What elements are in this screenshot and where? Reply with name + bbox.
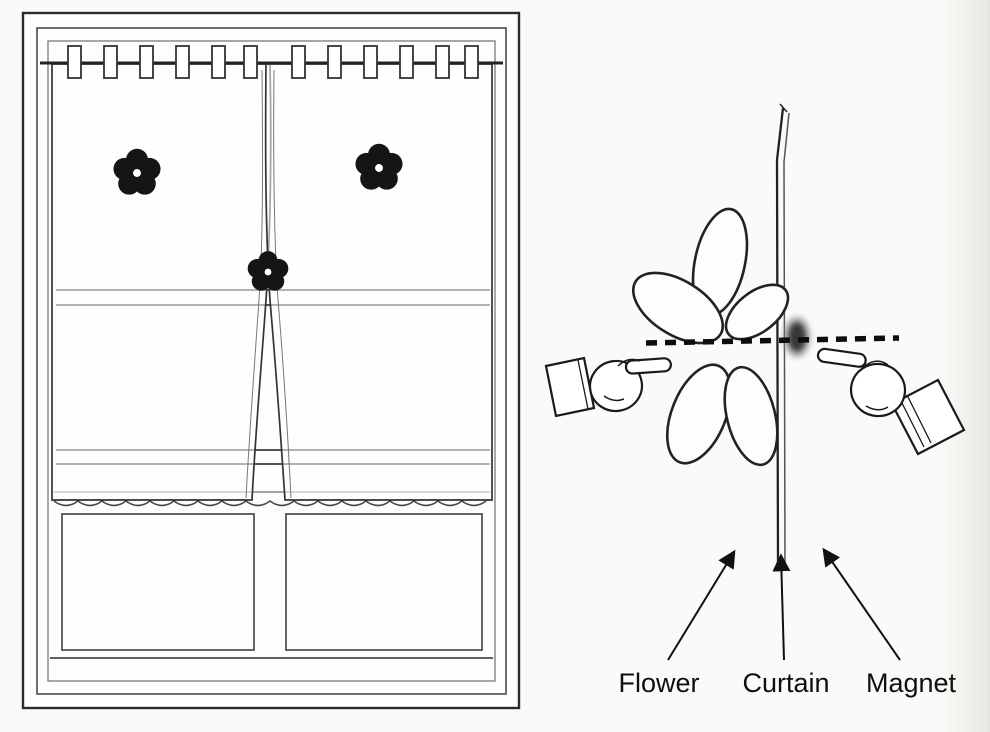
magnet-arrow: [822, 547, 901, 661]
diagram-labels: Flower Curtain Magnet: [618, 668, 956, 698]
magnet-blob-icon: [783, 316, 811, 358]
flower-arrow: [667, 549, 736, 661]
flower-motif-icon: [113, 143, 403, 291]
dashed-axis-line: [645, 335, 900, 346]
flower-outline: [631, 207, 790, 467]
curtain-panels: [51, 63, 493, 501]
curtain-arrow: [772, 553, 791, 661]
label-magnet: Magnet: [866, 668, 957, 698]
magnet-detail-diagram: Flower Curtain Magnet: [544, 103, 966, 698]
label-curtain: Curtain: [742, 668, 829, 698]
lower-window-panes: [50, 513, 493, 659]
curtain-panel-left: [51, 63, 272, 501]
right-pointing-hand-icon: [816, 347, 966, 456]
label-flower: Flower: [618, 668, 699, 698]
curtain-tabs: [67, 45, 479, 79]
callout-arrows: [667, 547, 901, 661]
left-pointing-hand-icon: [544, 356, 672, 418]
curtain-panel-right: [264, 63, 493, 501]
window-illustration: [21, 11, 521, 710]
